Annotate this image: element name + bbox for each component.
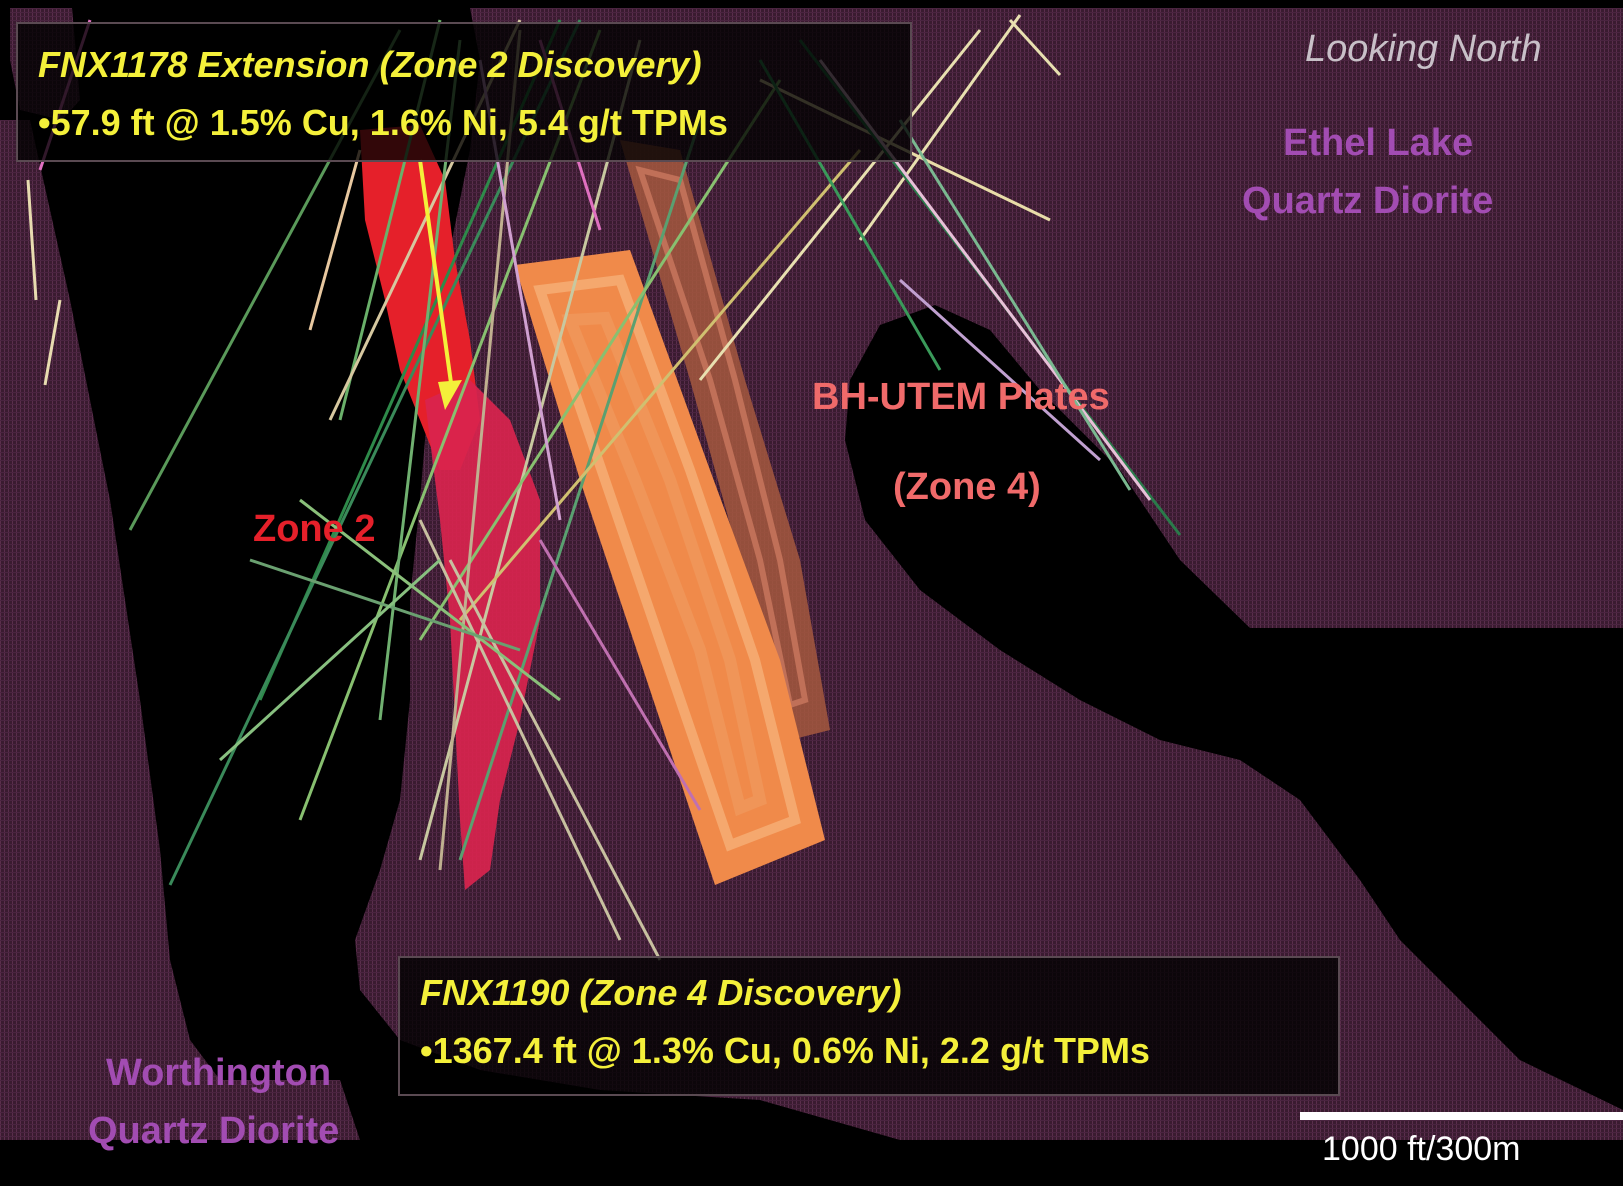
worthington-label-line2: Quartz Diorite (88, 1110, 340, 1152)
bh-utem-plate-front-core (561, 311, 767, 817)
worthington-quartz-diorite (0, 120, 360, 1140)
bh-utem-plate-back-inner (635, 165, 809, 709)
callout-fnx1178-title: FNX1178 Extension (Zone 2 Discovery) (38, 44, 702, 85)
bh-utem-plate-front-ring (533, 274, 801, 852)
callout-fnx1178-intercept: •57.9 ft @ 1.5% Cu, 1.6% Ni, 5.4 g/t TPM… (38, 102, 728, 143)
ethel-lake-label-line2: Quartz Diorite (1242, 180, 1494, 222)
callout-fnx1190: FNX1190 (Zone 4 Discovery) •1367.4 ft @ … (398, 956, 1340, 1096)
scale-bar-label: 1000 ft/300m (1322, 1130, 1521, 1168)
worthington-label-line1: Worthington (106, 1052, 332, 1094)
callout-fnx1178: FNX1178 Extension (Zone 2 Discovery) •57… (16, 22, 912, 162)
arrow-icon (418, 159, 462, 410)
black-lower-right (1250, 628, 1623, 1100)
ethel-lake-label-line1: Ethel Lake (1283, 122, 1474, 164)
callout-fnx1190-title: FNX1190 (Zone 4 Discovery) (420, 972, 902, 1013)
scale-bar (1300, 1112, 1623, 1120)
zone-2-label: Zone 2 (253, 508, 376, 550)
plates-label-line2: (Zone 4) (893, 466, 1041, 508)
plates-label-line1: BH-UTEM Plates (812, 376, 1110, 418)
black-bottom-strip (0, 1140, 1623, 1186)
view-direction: Looking North (1305, 28, 1542, 70)
callout-fnx1190-intercept: •1367.4 ft @ 1.3% Cu, 0.6% Ni, 2.2 g/t T… (420, 1030, 1150, 1071)
zone-2-lower-body (425, 380, 540, 890)
